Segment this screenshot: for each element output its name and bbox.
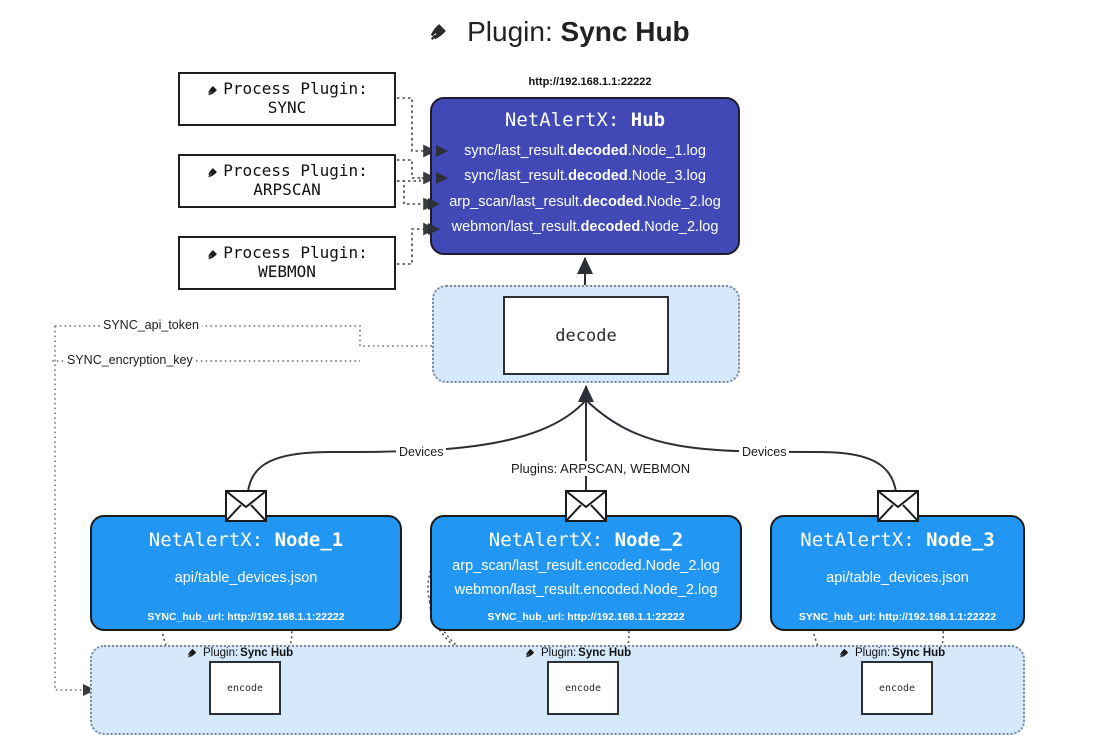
plugin-tag-name: Sync Hub <box>578 646 632 659</box>
node-log-line: webmon/last_result.encoded.Node_2.log <box>454 581 718 598</box>
netalertx-node-1[interactable]: NetAlertX: Node_1 api/table_devices.json… <box>90 515 402 631</box>
node-title-name: Node_3 <box>926 529 995 551</box>
node-title: NetAlertX: Node_1 <box>92 529 400 551</box>
secrets-route <box>52 325 501 696</box>
hub-node[interactable]: NetAlertX: Hub sync/last_result.decoded.… <box>430 97 740 255</box>
node-log-line: api/table_devices.json <box>826 570 969 586</box>
secret-encryption-key-label: SYNC_encryption_key <box>64 353 196 367</box>
plugin-tag-prefix: Plugin: <box>855 646 891 659</box>
hub-log-line: arp_scan/last_result.decoded.Node_2.log <box>432 190 738 215</box>
title-prefix: Plugin: <box>467 16 553 47</box>
process-plugin-name: ARPSCAN <box>253 180 321 199</box>
hub-log-post: .Node_2.log <box>642 193 721 210</box>
hub-log-post: .Node_1.log <box>627 143 706 159</box>
plugin-tag-prefix: Plugin: <box>203 646 239 659</box>
process-plugin-arpscan[interactable]: Process Plugin: ARPSCAN <box>178 154 396 208</box>
node-hub-url: SYNC_hub_url: http://192.168.1.1:22222 <box>798 611 997 623</box>
envelope-icon <box>877 490 919 522</box>
hub-log-line: sync/last_result.decoded.Node_1.log <box>432 139 738 164</box>
secret-api-token-label: SYNC_api_token <box>100 318 202 332</box>
hub-log-mid: decoded <box>580 219 641 236</box>
hub-log-pre: webmon/last_result. <box>451 219 581 236</box>
process-plugin-label: Process Plugin: <box>223 161 368 181</box>
hub-log-post: .Node_3.log <box>627 168 706 185</box>
envelope-icon <box>225 490 267 522</box>
node-hub-url: SYNC_hub_url: http://192.168.1.1:22222 <box>147 611 345 623</box>
edge-label-plugins-center: Plugins: ARPSCAN, WEBMON <box>508 461 694 476</box>
plug-icon <box>838 645 853 660</box>
node-log-line: arp_scan/last_result.encoded.Node_2.log <box>452 558 720 574</box>
plug-icon <box>206 82 221 97</box>
plug-icon <box>524 645 539 660</box>
node-title-prefix: NetAlertX: <box>800 529 915 551</box>
hub-log-post: .Node_2.log <box>640 219 719 236</box>
hub-log-line: webmon/last_result.decoded.Node_2.log <box>432 215 738 240</box>
plugin-tag-prefix: Plugin: <box>541 646 577 659</box>
encode-box-3[interactable]: encode <box>861 661 933 715</box>
node-title-name: Node_2 <box>614 529 684 551</box>
envelope-icon <box>565 490 607 522</box>
process-plugin-name: WEBMON <box>258 262 316 281</box>
decode-box[interactable]: decode <box>503 296 669 375</box>
node-title-prefix: NetAlertX: <box>148 529 264 551</box>
plugin-tag-3: Plugin: Sync Hub <box>838 645 945 660</box>
hub-log-mid: decoded <box>582 193 643 210</box>
node-hub-url: SYNC_hub_url: http://192.168.1.1:22222 <box>487 611 685 623</box>
plugin-tag-1: Plugin: Sync Hub <box>186 645 293 660</box>
plug-icon <box>186 645 201 660</box>
node-title-prefix: NetAlertX: <box>488 529 604 551</box>
hub-log-pre: sync/last_result. <box>464 168 569 185</box>
process-plugin-name: SYNC <box>267 98 307 117</box>
process-plugin-label: Process Plugin: <box>223 243 368 263</box>
node-title-name: Node_1 <box>274 529 344 551</box>
node-log-line: api/table_devices.json <box>174 570 318 586</box>
netalertx-node-3[interactable]: NetAlertX: Node_3 api/table_devices.json… <box>770 515 1025 631</box>
hub-log-pre: arp_scan/last_result. <box>449 193 583 210</box>
plug-icon <box>206 164 221 179</box>
title-name: Sync Hub <box>560 16 690 47</box>
hub-title-prefix: NetAlertX: <box>504 109 620 131</box>
hub-title: NetAlertX: Hub <box>432 109 738 131</box>
node-title: NetAlertX: Node_3 <box>772 529 1023 551</box>
plugin-tag-name: Sync Hub <box>892 646 946 659</box>
plugin-tag-name: Sync Hub <box>240 646 294 659</box>
plug-icon <box>427 17 453 50</box>
netalertx-node-2[interactable]: NetAlertX: Node_2 arp_scan/last_result.e… <box>430 515 742 631</box>
hub-url-label: http://192.168.1.1:22222 <box>528 76 652 88</box>
hub-log-mid: decoded <box>568 143 628 159</box>
plugin-tag-2: Plugin: Sync Hub <box>524 645 631 660</box>
hub-log-mid: decoded <box>568 168 628 185</box>
encode-box-2[interactable]: encode <box>547 661 619 715</box>
edge-label-devices-right: Devices <box>739 445 790 459</box>
hub-title-name: Hub <box>630 109 666 131</box>
edge-label-devices-left: Devices <box>396 445 447 459</box>
page-title: Plugin: Sync Hub <box>0 16 1117 50</box>
encode-box-1[interactable]: encode <box>209 661 281 715</box>
node-to-decode-edges <box>246 385 898 506</box>
node-title: NetAlertX: Node_2 <box>432 529 740 551</box>
process-plugin-sync[interactable]: Process Plugin: SYNC <box>178 72 396 126</box>
hub-log-line: sync/last_result.decoded.Node_3.log <box>432 164 738 189</box>
process-plugin-label: Process Plugin: <box>223 79 368 99</box>
process-plugin-webmon[interactable]: Process Plugin: WEBMON <box>178 236 396 290</box>
hub-log-pre: sync/last_result. <box>464 143 569 159</box>
plug-icon <box>206 246 221 261</box>
